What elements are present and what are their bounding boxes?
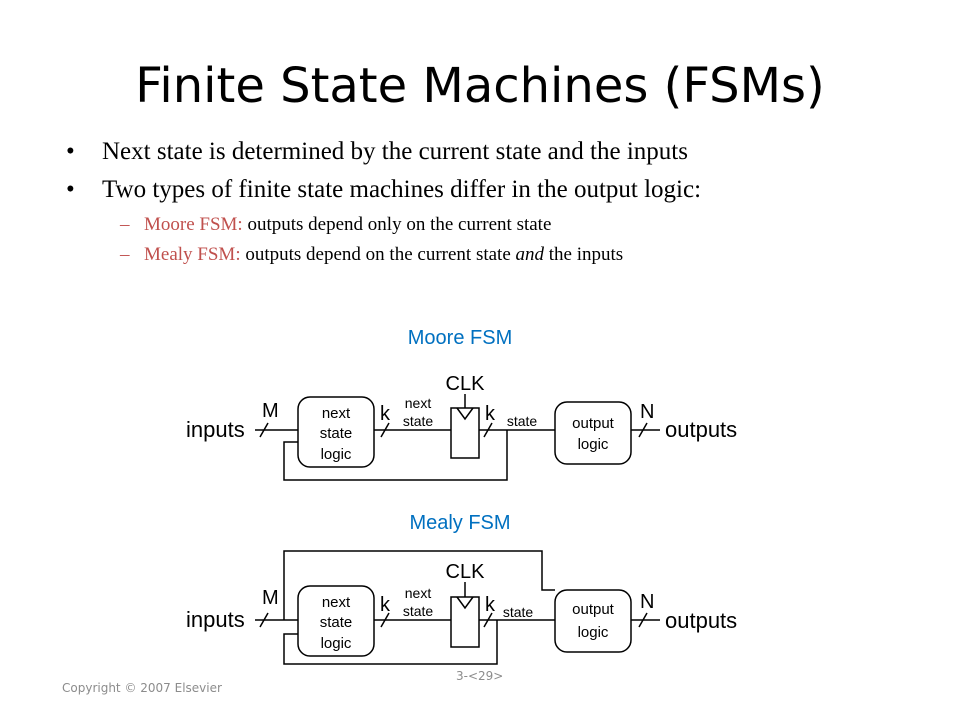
bullet-list: • Next state is determined by the curren… — [62, 138, 942, 274]
moore-state-width-1: k — [380, 403, 391, 425]
mealy-output-logic-block — [554, 589, 632, 653]
mealy-state-register — [450, 596, 480, 648]
mealy-feedback-wire — [283, 620, 498, 665]
mealy-fsm-diagram: Mealy FSM inputs M next state logic k ne… — [186, 512, 737, 665]
mealy-inputs-label: inputs — [186, 607, 245, 632]
bullet-dot-icon: • — [66, 138, 75, 165]
mealy-term: Mealy FSM: — [144, 244, 241, 265]
mealy-clock-triangle-icon — [456, 596, 474, 610]
moore-term: Moore FSM: — [144, 214, 243, 235]
moore-clock-triangle-icon — [456, 407, 474, 421]
moore-state-width-2: k — [485, 403, 496, 425]
mealy-next-state-label-1: next — [405, 585, 432, 601]
mealy-clock-label: CLK — [446, 561, 486, 583]
mealy-next-state-logic-block — [297, 585, 375, 657]
moore-state-register — [450, 407, 480, 459]
bullet-dot-icon: • — [66, 176, 75, 203]
moore-state-label: state — [507, 413, 538, 429]
moore-next-state-label-1: next — [405, 395, 432, 411]
mealy-state-bus-slash — [483, 612, 493, 628]
bullet-text: Two types of finite state machines diffe… — [102, 176, 702, 203]
mealy-output-logic-line2: logic — [578, 624, 609, 641]
moore-next-state-bus-slash — [380, 422, 390, 438]
mealy-input-bus-slash — [259, 612, 269, 628]
moore-input-bus-slash — [259, 422, 269, 438]
moore-fsm-diagram: Moore FSM inputs M next state logic k ne… — [186, 327, 737, 481]
footer-copyright: Copyright © 2007 Elsevier — [62, 681, 222, 695]
moore-state-bus-slash — [483, 422, 493, 438]
mealy-description-before: outputs depend on the current state — [240, 244, 516, 265]
moore-output-bus-slash — [638, 422, 648, 438]
mealy-heading: Mealy FSM — [409, 512, 510, 534]
mealy-output-bus-slash — [638, 612, 648, 628]
mealy-next-state-bus-slash — [380, 612, 390, 628]
mealy-outputs-label: outputs — [665, 608, 737, 633]
mealy-next-state-label-2: state — [403, 603, 434, 619]
mealy-input-bypass-wire — [283, 550, 555, 620]
moore-nsl-line3: logic — [321, 446, 352, 463]
sub-bullet-moore: – Moore FSM: outputs depend only on the … — [62, 214, 942, 236]
mealy-description-after: the inputs — [544, 244, 624, 265]
mealy-state-width-2: k — [485, 594, 496, 616]
bullet-next-state: • Next state is determined by the curren… — [62, 138, 942, 166]
mealy-output-logic-line1: output — [572, 601, 615, 618]
mealy-input-width: M — [262, 587, 279, 609]
mealy-output-width: N — [640, 591, 654, 613]
moore-output-width: N — [640, 401, 654, 423]
moore-feedback-wire — [283, 430, 508, 481]
mealy-nsl-line3: logic — [321, 635, 352, 652]
moore-output-logic-block — [554, 401, 632, 465]
mealy-emphasis: and — [515, 244, 545, 265]
bullet-text: Next state is determined by the current … — [102, 138, 688, 165]
slide-title: Finite State Machines (FSMs) — [135, 58, 825, 114]
moore-clock-label: CLK — [446, 373, 486, 395]
mealy-nsl-line2: state — [320, 614, 353, 631]
moore-output-logic-line2: logic — [578, 436, 609, 453]
moore-inputs-label: inputs — [186, 417, 245, 442]
dash-icon: – — [120, 214, 130, 235]
mealy-state-width-1: k — [380, 594, 391, 616]
footer-page-number: 3-<29> — [456, 669, 504, 683]
moore-nsl-line1: next — [322, 405, 351, 422]
moore-outputs-label: outputs — [665, 417, 737, 442]
mealy-state-label: state — [503, 604, 534, 620]
mealy-nsl-line1: next — [322, 594, 351, 611]
moore-heading: Moore FSM — [408, 327, 512, 349]
moore-nsl-line2: state — [320, 425, 353, 442]
moore-next-state-label-2: state — [403, 413, 434, 429]
moore-next-state-logic-block — [297, 396, 375, 468]
bullet-fsm-types: • Two types of finite state machines dif… — [62, 176, 942, 204]
dash-icon: – — [120, 244, 130, 265]
sub-bullet-mealy: – Mealy FSM: outputs depend on the curre… — [62, 244, 942, 266]
moore-output-logic-line1: output — [572, 415, 615, 432]
moore-description: outputs depend only on the current state — [242, 214, 552, 235]
moore-input-width: M — [262, 400, 279, 422]
